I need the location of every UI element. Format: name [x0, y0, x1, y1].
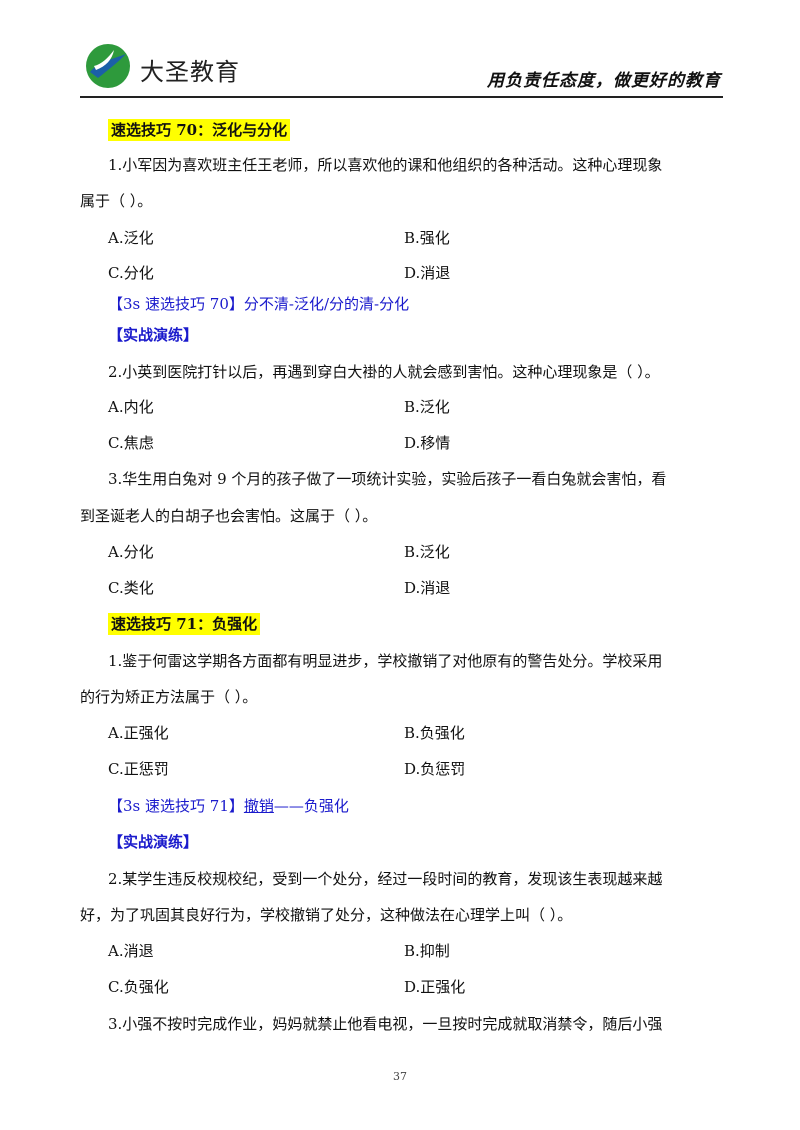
s71-q2-option-c: C.负强化 [108, 978, 169, 996]
s71-q1-option-d: D.负惩罚 [404, 760, 466, 778]
s70-q1-line2: 属于（ ）。 [80, 192, 153, 210]
swallow-logo-icon [86, 44, 130, 88]
s71-tip-underlined: 撤销 [243, 797, 274, 815]
s70-q1-option-a: A.泛化 [108, 229, 154, 247]
s71-q1-line2: 的行为矫正方法属于（ ）。 [80, 688, 258, 706]
s71-practice-heading: 【实战演练】 [108, 833, 199, 851]
s70-q3-option-d: D.消退 [404, 579, 451, 597]
s70-speed-tip: 【3s 速选技巧 70】分不清-泛化/分的清-分化 [108, 293, 409, 315]
page-header: 大圣教育 用负责任态度，做更好的教育 [80, 40, 723, 98]
s70-q3-option-a: A.分化 [108, 543, 154, 561]
header-slogan: 用负责任态度，做更好的教育 [487, 71, 721, 91]
s70-q3-line2: 到圣诞老人的白胡子也会害怕。这属于（ ）。 [80, 507, 378, 525]
s71-speed-tip: 【3s 速选技巧 71】撤销——负强化 [108, 795, 349, 817]
s70-q2-option-a: A.内化 [108, 398, 154, 416]
s71-q2-option-a: A.消退 [108, 942, 154, 960]
s70-q2-line1: 2.小英到医院打针以后，再遇到穿白大褂的人就会感到害怕。这种心理现象是（ ）。 [108, 363, 660, 381]
s70-tip-label: 【3s 速选技巧 70】 [108, 295, 244, 313]
s70-practice-heading: 【实战演练】 [108, 326, 199, 344]
s70-q2-option-c: C.焦虑 [108, 434, 154, 452]
s70-tip-text: 分不清-泛化/分的清-分化 [243, 295, 410, 313]
s70-q3-option-b: B.泛化 [404, 543, 450, 561]
s70-q2-option-b: B.泛化 [404, 398, 450, 416]
s70-q1-option-d: D.消退 [404, 264, 451, 282]
s71-q3-line1: 3.小强不按时完成作业，妈妈就禁止他看电视，一旦按时完成就取消禁令，随后小强 [108, 1015, 663, 1033]
s71-q1-line1: 1.鉴于何雷这学期各方面都有明显进步，学校撤销了对他原有的警告处分。学校采用 [108, 652, 663, 670]
s71-q2-option-d: D.正强化 [404, 978, 466, 996]
s71-q1-option-c: C.正惩罚 [108, 760, 169, 778]
page-number: 37 [393, 1070, 407, 1083]
s71-q1-option-b: B.负强化 [404, 724, 465, 742]
s71-tip-text: ——负强化 [273, 797, 349, 815]
s71-tip-label: 【3s 速选技巧 71】 [108, 797, 244, 815]
s70-q1-option-c: C.分化 [108, 264, 154, 282]
s70-q1-line1: 1.小军因为喜欢班主任王老师，所以喜欢他的课和他组织的各种活动。这种心理现象 [108, 156, 663, 174]
s70-q2-option-d: D.移情 [404, 434, 451, 452]
logo-text: 大圣教育 [140, 58, 240, 86]
s70-q3-line1: 3.华生用白兔对 9 个月的孩子做了一项统计实验，实验后孩子一看白兔就会害怕，看 [108, 470, 667, 488]
s70-q1-option-b: B.强化 [404, 229, 450, 247]
section-title-70: 速选技巧 70：泛化与分化 [108, 119, 291, 141]
s71-q2-option-b: B.抑制 [404, 942, 450, 960]
s71-q2-line2: 好，为了巩固其良好行为，学校撤销了处分，这种做法在心理学上叫（ ）。 [80, 906, 573, 924]
section-title-71: 速选技巧 71：负强化 [108, 613, 261, 635]
s71-q1-option-a: A.正强化 [108, 724, 169, 742]
s71-q2-line1: 2.某学生违反校规校纪，受到一个处分，经过一段时间的教育，发现该生表现越来越 [108, 870, 663, 888]
s70-q3-option-c: C.类化 [108, 579, 154, 597]
